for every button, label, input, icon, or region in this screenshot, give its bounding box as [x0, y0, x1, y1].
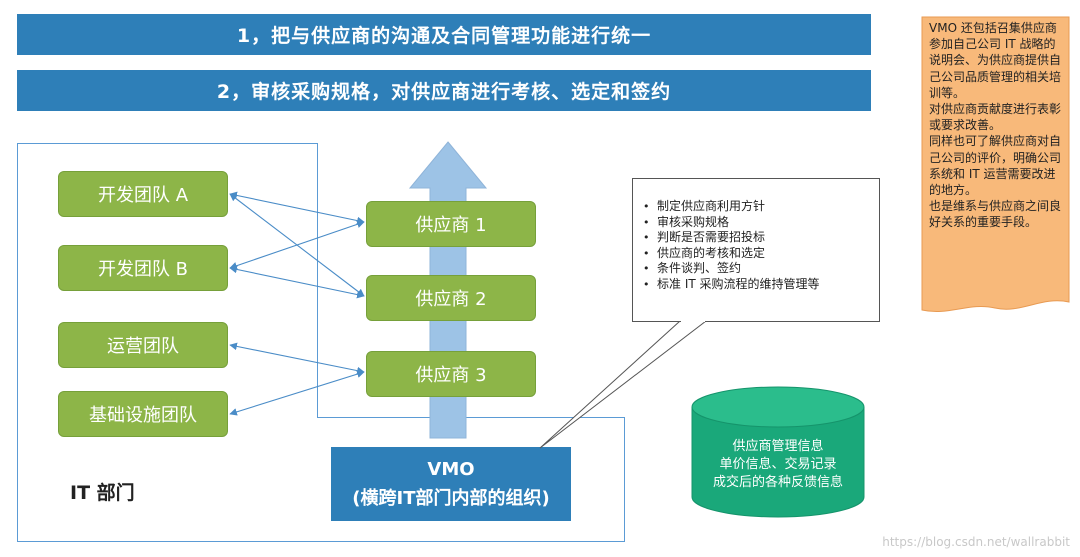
supplier-1: 供应商 1: [366, 201, 536, 247]
team-dev-b: 开发团队 B: [58, 245, 228, 291]
supplier-3: 供应商 3: [366, 351, 536, 397]
watermark: https://blog.csdn.net/wallrabbit: [882, 535, 1070, 549]
banner-review-specs: 2，审核采购规格，对供应商进行考核、选定和签约: [17, 70, 871, 111]
note-paragraph: VMO 还包括召集供应商参加自己公司 IT 战略的说明会、为供应商提供自己公司品…: [929, 21, 1062, 100]
banner-unify-communication: 1，把与供应商的沟通及合同管理功能进行统一: [17, 14, 871, 55]
callout-item: 标准 IT 采购流程的维持管理等: [643, 277, 871, 293]
callout-item: 供应商的考核和选定: [643, 246, 871, 262]
database-line: 成交后的各种反馈信息: [712, 475, 843, 490]
team-operations: 运营团队: [58, 322, 228, 368]
it-frame-edge: [317, 417, 625, 418]
vmo-title: VMO: [427, 458, 475, 480]
callout-item: 审核采购规格: [643, 215, 871, 231]
team-infrastructure: 基础设施团队: [58, 391, 228, 437]
vmo-subtitle: (横跨IT部门内部的组织): [352, 487, 550, 509]
it-department-label: IT 部门: [70, 482, 135, 504]
vmo-responsibilities-callout: 制定供应商利用方针 审核采购规格 判断是否需要招投标 供应商的考核和选定 条件谈…: [632, 178, 880, 322]
note-shape: [921, 16, 1070, 312]
vmo-box: VMO (横跨IT部门内部的组织): [331, 447, 571, 521]
note-paragraph: 也是维系与供应商之间良好关系的重要手段。: [929, 199, 1062, 230]
note-paragraph: 同样也可了解供应商对自己公司的评价，明确公司系统和 IT 运营需要改进的地方。: [929, 134, 1062, 198]
database-label: 供应商管理信息 单价信息、交易记录 成交后的各种反馈信息: [693, 438, 863, 492]
database-line: 单价信息、交易记录: [719, 457, 837, 472]
it-frame-edge: [624, 417, 625, 542]
it-frame-edge: [17, 541, 625, 542]
callout-item: 条件谈判、签约: [643, 261, 871, 277]
database-icon: [691, 386, 865, 518]
database-line: 供应商管理信息: [732, 439, 824, 454]
callout-item: 判断是否需要招投标: [643, 230, 871, 246]
team-dev-a: 开发团队 A: [58, 171, 228, 217]
callout-item: 制定供应商利用方针: [643, 199, 871, 215]
vmo-note: VMO 还包括召集供应商参加自己公司 IT 战略的说明会、为供应商提供自己公司品…: [921, 16, 1070, 316]
callout-joint: [681, 320, 705, 322]
supplier-2: 供应商 2: [366, 275, 536, 321]
note-paragraph: 对供应商贡献度进行表彰或要求改善。: [929, 102, 1062, 133]
